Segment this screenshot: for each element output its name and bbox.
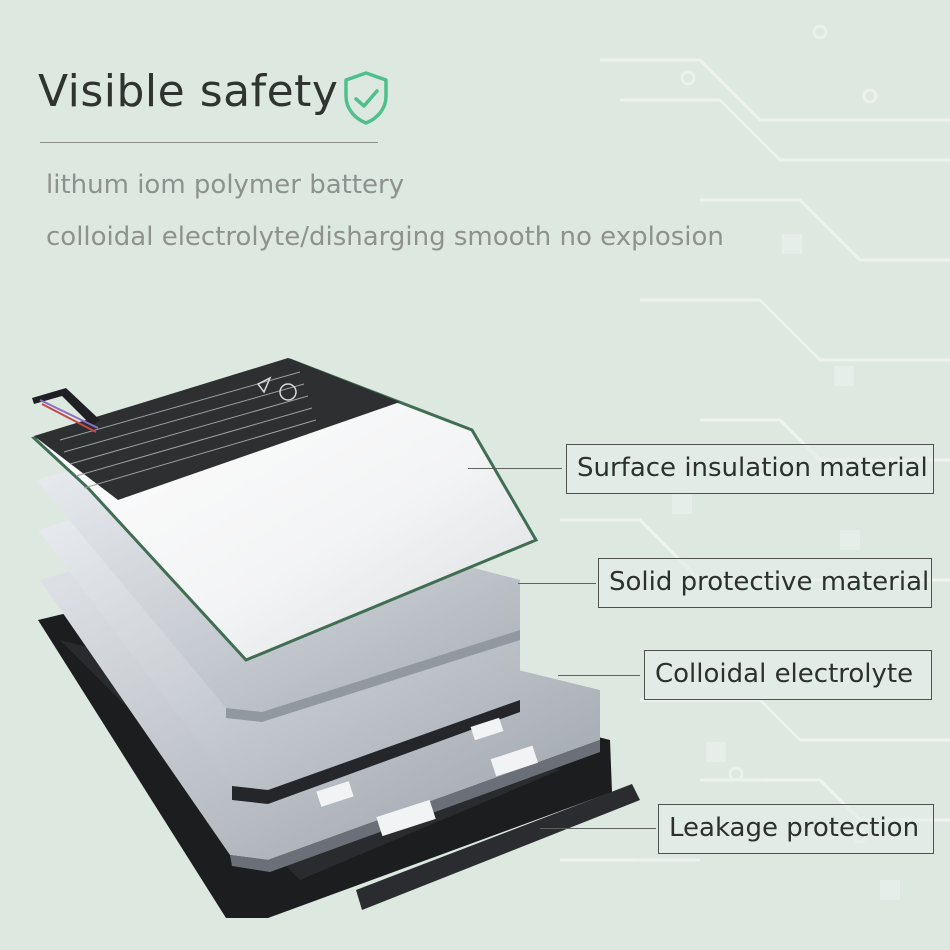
callout-surface-insulation: Surface insulation material (566, 444, 934, 494)
callout-colloidal-electrolyte: Colloidal electrolyte (644, 650, 932, 700)
battery-cell-top (31, 358, 539, 662)
leader-line-insulation (468, 468, 562, 469)
leader-line-solid-protection (518, 583, 596, 584)
shield-check-icon (344, 71, 388, 125)
page-title: Visible safety (38, 66, 339, 117)
subtitle-battery-type: lithum iom polymer battery (46, 170, 405, 200)
leader-line-electrolyte (558, 675, 640, 676)
title-divider (40, 142, 378, 143)
connector-cable (32, 388, 100, 433)
callout-leakage-protection: Leakage protection (658, 804, 934, 854)
leader-line-leakage (540, 828, 656, 829)
subtitle-electrolyte: colloidal electrolyte/disharging smooth … (46, 222, 724, 252)
callout-solid-protective: Solid protective material (598, 558, 932, 608)
